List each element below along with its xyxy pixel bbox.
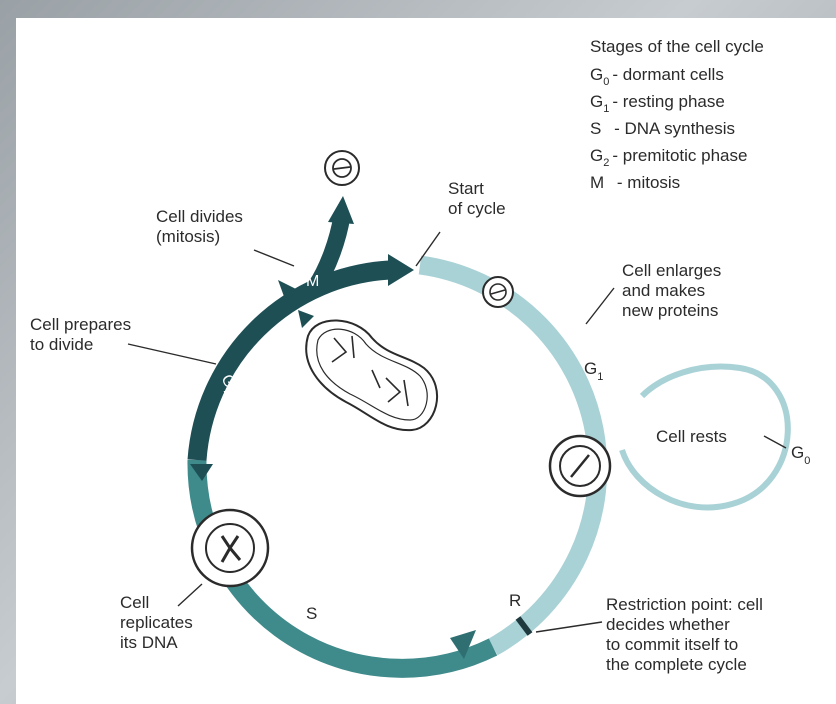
m-marker-right [298,310,314,328]
cell-g1 [483,277,513,307]
m-arrowhead [388,254,414,286]
label-cell-enlarges: Cell enlarges and makes new proteins [622,261,726,320]
cell-top [325,151,359,185]
leader-restriction-point [536,622,602,632]
phase-m-label: M [306,273,319,290]
legend-item-m: M - mitosis [590,173,680,192]
label-restriction-point: Restriction point: cell decides whether … [606,595,768,674]
phase-g0-label: G0 [791,443,810,467]
label-start-of-cycle: Start of cycle [448,179,506,218]
leader-cell-prepares [128,344,216,364]
leader-cell-enlarges [586,288,614,324]
legend-item-g1: G1- resting phase [590,92,725,115]
legend-title: Stages of the cell cycle [590,37,764,56]
label-cell-divides: Cell divides (mitosis) [156,207,248,246]
legend-item-s: S - DNA synthesis [590,119,735,138]
legend-item-g0: G0- dormant cells [590,65,724,88]
cell-dividing [306,320,437,430]
leader-cell-rests [764,436,786,448]
phase-s-label: S [306,604,317,623]
phase-r-label: R [509,591,521,610]
cell-cycle-diagram: M S G2 G1 G0 R Stages of the cell cycle … [16,18,836,704]
leader-cell-replicates [178,584,202,606]
cell-replicating [192,510,268,586]
diagram-frame: M S G2 G1 G0 R Stages of the cell cycle … [16,18,836,704]
label-cell-rests: Cell rests [656,427,727,446]
leader-cell-divides [254,250,294,266]
cell-g1-restriction [550,436,610,496]
legend-item-g2: G2- premitotic phase [590,146,747,169]
legend: Stages of the cell cycle G0- dormant cel… [590,37,764,192]
mitosis-branch-arrowhead [328,196,354,224]
label-cell-prepares: Cell prepares to divide [30,315,136,354]
label-cell-replicates: Cell replicates its DNA [120,593,198,652]
